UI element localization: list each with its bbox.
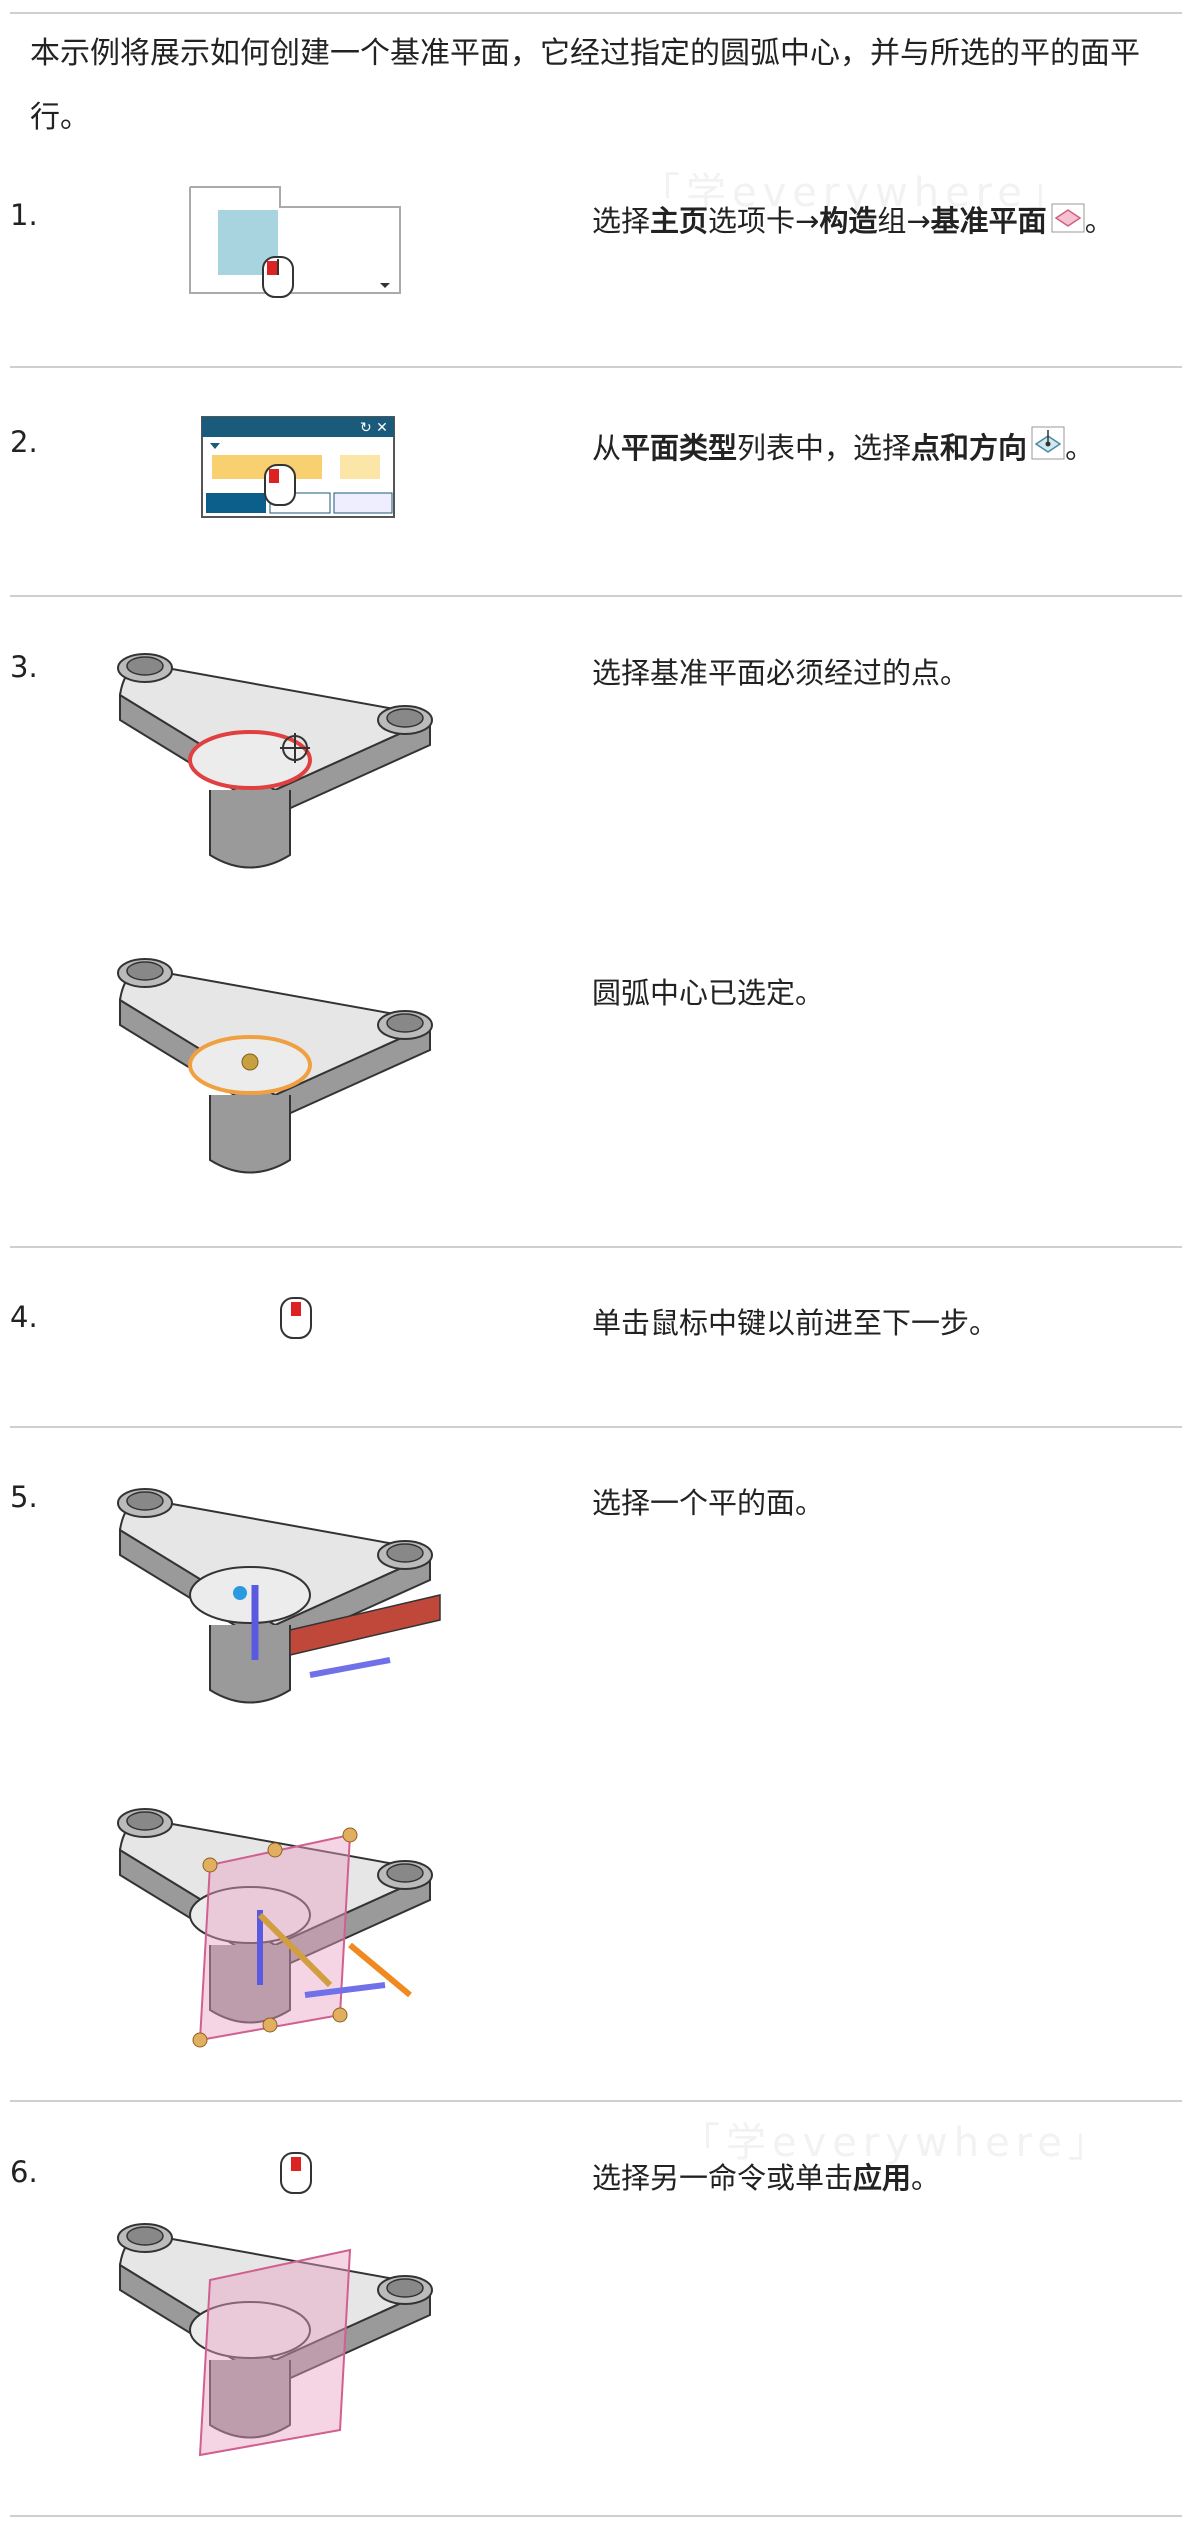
divider (10, 1246, 1182, 1248)
ribbon-button-illustration (189, 186, 401, 298)
divider (10, 595, 1182, 597)
svg-text:↻ ✕: ↻ ✕ (360, 420, 388, 436)
part-3d-view (117, 1488, 441, 1704)
intro-text: 本示例将展示如何创建一个基准平面，它经过指定的圆弧中心，并与所选的平的面平行。 (30, 36, 1140, 135)
part-3d-view (117, 653, 433, 869)
step-number: 4. (10, 1300, 38, 1334)
watermark: 「学everywhere」 (640, 170, 1074, 216)
step-number: 2. (10, 425, 38, 459)
divider (10, 366, 1182, 368)
step-text: 圆弧中心已选定。 (592, 976, 825, 1010)
step-number: 6. (10, 2155, 38, 2189)
step-text: 选择一个平的面。 (592, 1486, 825, 1520)
divider (10, 12, 1182, 14)
part-3d-view (117, 2223, 433, 2457)
part-3d-view (117, 958, 433, 1174)
watermark: 「学everywhere」 (680, 2120, 1114, 2166)
step-number: 5. (10, 1480, 38, 1514)
mouse-icon (280, 1297, 312, 1339)
step-text: 选择主页选项卡→构造组→基准平面。 (592, 203, 1114, 238)
step-text: 从平面类型列表中，选择点和方向。 (592, 425, 1094, 467)
divider (10, 2100, 1182, 2102)
point-direction-icon (1031, 426, 1065, 460)
divider (10, 1426, 1182, 1428)
dialog-illustration: ↻ ✕ (201, 416, 395, 518)
step-text: 选择另一命令或单击应用。 (592, 2161, 941, 2195)
datum-plane-icon (1051, 203, 1085, 233)
step-number: 3. (10, 650, 38, 684)
step-text: 单击鼠标中键以前进至下一步。 (592, 1306, 999, 1340)
step-number: 1. (10, 198, 38, 232)
mouse-icon (280, 2152, 312, 2194)
step-text: 选择基准平面必须经过的点。 (592, 656, 970, 690)
divider (10, 2515, 1182, 2517)
mouse-icon (264, 464, 296, 506)
part-3d-view (117, 1808, 433, 2048)
mouse-icon (262, 256, 294, 298)
